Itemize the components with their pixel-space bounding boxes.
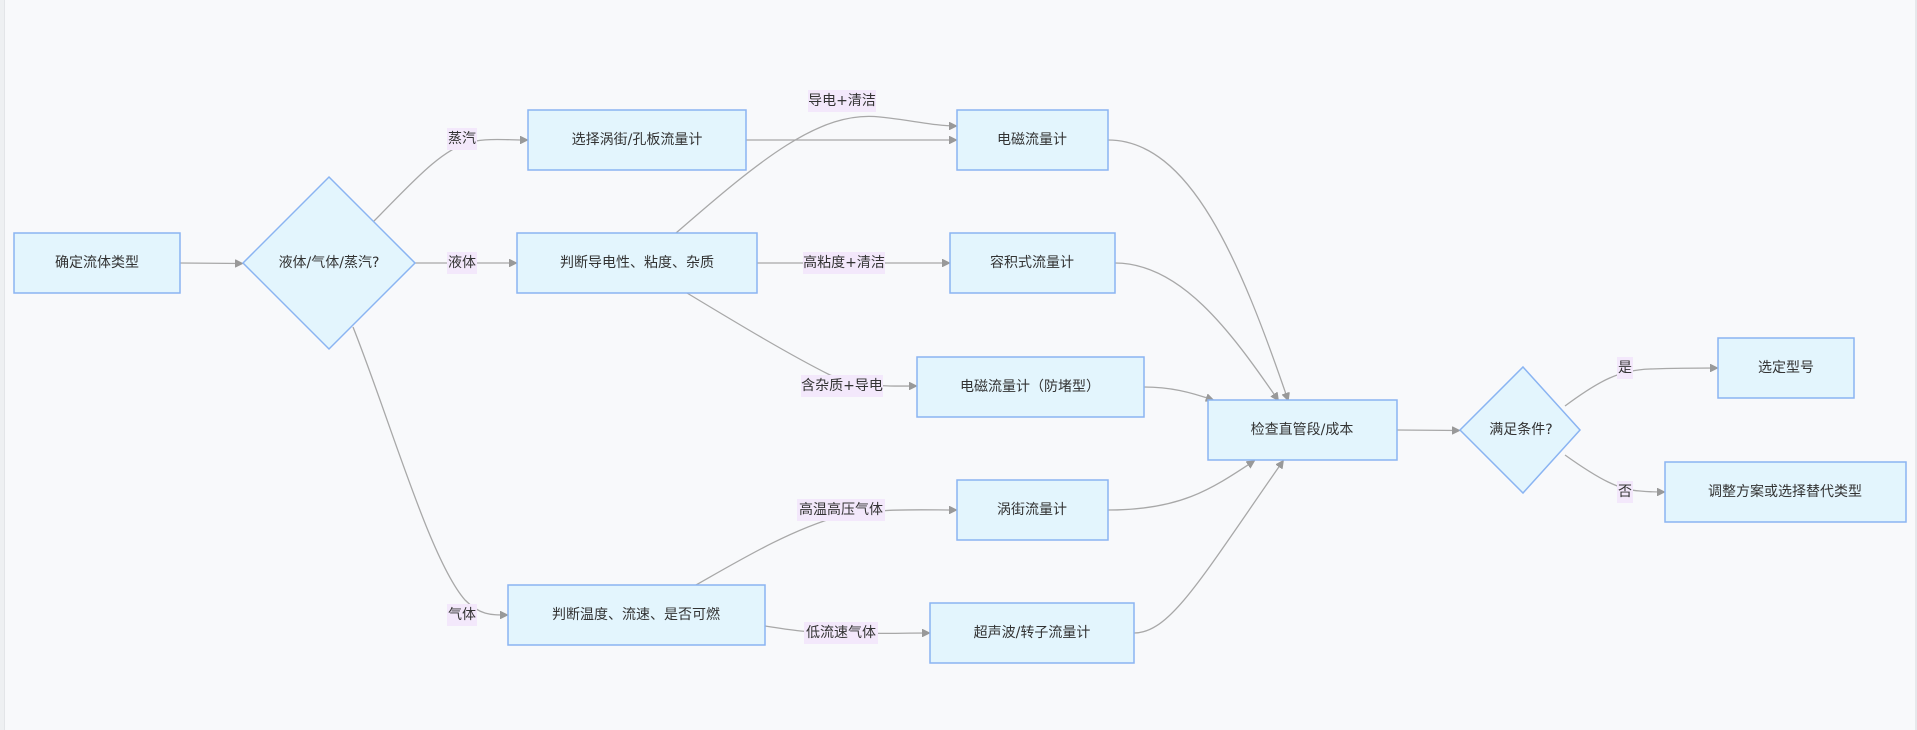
edge-D-E	[675, 115, 956, 234]
edge-E-H	[1107, 139, 1288, 400]
edge-label-text: 蒸汽	[448, 131, 476, 147]
node-label: 液体/气体/蒸汽?	[279, 255, 380, 271]
edge-L-M	[1564, 368, 1717, 407]
edge-label-text: 液体	[448, 255, 476, 271]
node-label: 电磁流量计	[997, 132, 1067, 148]
node-label: 选定型号	[1758, 360, 1814, 376]
edge-G-H	[1143, 386, 1213, 400]
node-label: 检查直管段/成本	[1251, 421, 1354, 438]
edge-B-C	[372, 140, 527, 223]
node-electromagnetic-anti-clog[interactable]: 电磁流量计（防堵型）	[916, 356, 1145, 418]
node-label: 容积式流量计	[990, 254, 1074, 271]
edge-label-steam: 蒸汽	[447, 128, 477, 150]
canvas-right-border	[1915, 0, 1917, 730]
edge-label-text: 高粘度+清洁	[803, 254, 885, 271]
edge-label-impurity-conductive: 含杂质+导电	[801, 375, 883, 397]
edge-A-B	[179, 263, 242, 264]
edge-label-yes: 是	[1617, 357, 1633, 379]
node-electromagnetic-meter[interactable]: 电磁流量计	[956, 109, 1109, 171]
node-check-pipe-cost[interactable]: 检查直管段/成本	[1207, 399, 1398, 461]
nodes: 确定流体类型 液体/气体/蒸汽? 选择涡街/孔板流量计 判断导电性、粘度、杂质 …	[13, 109, 1907, 664]
node-fluid-decision[interactable]: 液体/气体/蒸汽?	[241, 175, 417, 351]
node-label: 调整方案或选择替代类型	[1708, 483, 1862, 500]
edge-label-text: 低流速气体	[806, 625, 876, 641]
canvas-left-border	[0, 0, 5, 730]
edge-label-high-temp-pressure: 高温高压气体	[797, 499, 885, 521]
edge-labels: 蒸汽 液体 气体 导电+清洁 高粘度+清洁 含杂质+导电 高温高压气体 低流速	[447, 90, 1633, 644]
edge-D-G	[686, 292, 916, 386]
node-judge-conductivity[interactable]: 判断导电性、粘度、杂质	[516, 232, 758, 294]
node-select-vortex-orifice[interactable]: 选择涡街/孔板流量计	[527, 109, 747, 171]
node-determine-fluid-type[interactable]: 确定流体类型	[13, 232, 181, 294]
edge-I-H	[1107, 461, 1254, 511]
edge-label-no: 否	[1617, 481, 1633, 503]
node-label: 满足条件?	[1489, 421, 1552, 438]
node-label: 涡街流量计	[997, 502, 1067, 518]
edge-J-I	[695, 510, 956, 586]
edge-label-text: 含杂质+导电	[801, 378, 883, 394]
edge-label-text: 否	[1618, 484, 1632, 500]
edge-label-text: 气体	[448, 607, 476, 623]
node-label: 选择涡街/孔板流量计	[572, 132, 703, 148]
edge-label-low-flow-gas: 低流速气体	[804, 622, 878, 644]
edge-B-J	[352, 326, 507, 615]
edge-H-L	[1396, 430, 1459, 431]
node-judge-temperature[interactable]: 判断温度、流速、是否可燃	[507, 584, 766, 646]
edge-label-text: 导电+清洁	[808, 93, 876, 109]
edge-K-H	[1133, 461, 1283, 634]
node-label: 判断导电性、粘度、杂质	[560, 255, 714, 271]
edge-label-gas: 气体	[447, 604, 477, 626]
node-positive-displacement-meter[interactable]: 容积式流量计	[949, 232, 1116, 294]
node-vortex-meter[interactable]: 涡街流量计	[956, 479, 1109, 541]
edge-F-H	[1114, 262, 1278, 400]
node-conditions-decision[interactable]: 满足条件?	[1458, 365, 1582, 495]
node-label: 确定流体类型	[55, 255, 139, 271]
node-label: 判断温度、流速、是否可燃	[552, 606, 720, 623]
node-adjust-plan[interactable]: 调整方案或选择替代类型	[1664, 461, 1907, 523]
edge-label-high-viscosity: 高粘度+清洁	[803, 252, 885, 274]
node-label: 电磁流量计（防堵型）	[960, 379, 1100, 395]
edges	[179, 115, 1717, 634]
node-label: 超声波/转子流量计	[974, 625, 1091, 641]
edge-label-liquid: 液体	[447, 252, 477, 274]
edge-label-text: 高温高压气体	[799, 501, 883, 518]
edge-L-N	[1564, 454, 1664, 492]
edge-label-conductive-clean: 导电+清洁	[808, 90, 876, 112]
node-select-model[interactable]: 选定型号	[1717, 337, 1855, 399]
edge-label-text: 是	[1618, 360, 1632, 376]
node-ultrasonic-rotameter[interactable]: 超声波/转子流量计	[929, 602, 1135, 664]
